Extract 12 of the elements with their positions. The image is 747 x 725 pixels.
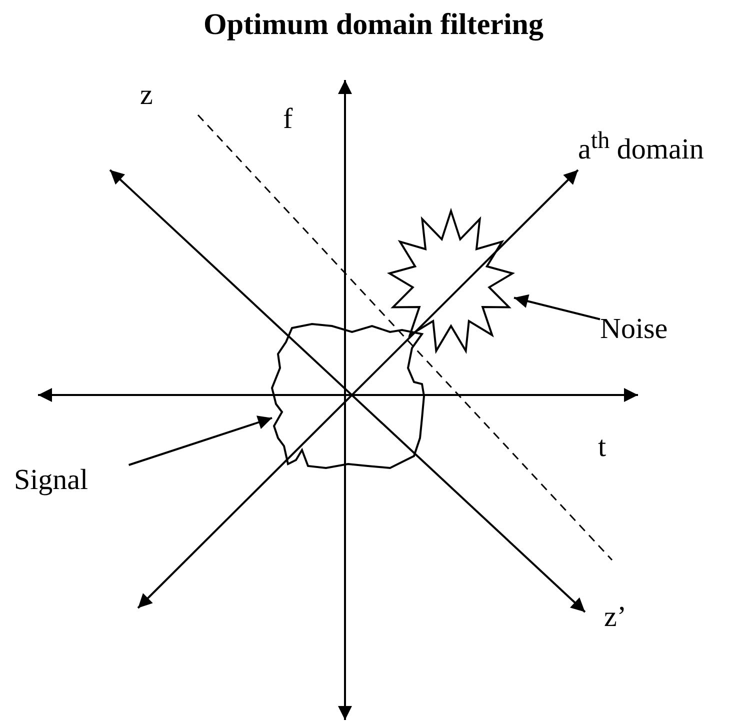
leader-arrow bbox=[514, 294, 600, 320]
axis-label: a$^{th}$ domain bbox=[578, 128, 704, 167]
diagram-title: Optimum domain filtering bbox=[202, 8, 544, 42]
leader-arrow bbox=[128, 416, 272, 466]
axis-label: z bbox=[140, 80, 153, 112]
callout-text: Noise bbox=[600, 314, 668, 346]
axis-label: f bbox=[283, 104, 293, 136]
axis-label: t bbox=[598, 432, 606, 464]
callout-text: Signal bbox=[14, 465, 88, 497]
noise-burst bbox=[386, 208, 516, 354]
axis-label: z’ bbox=[604, 602, 627, 634]
signal-blob bbox=[270, 323, 425, 470]
